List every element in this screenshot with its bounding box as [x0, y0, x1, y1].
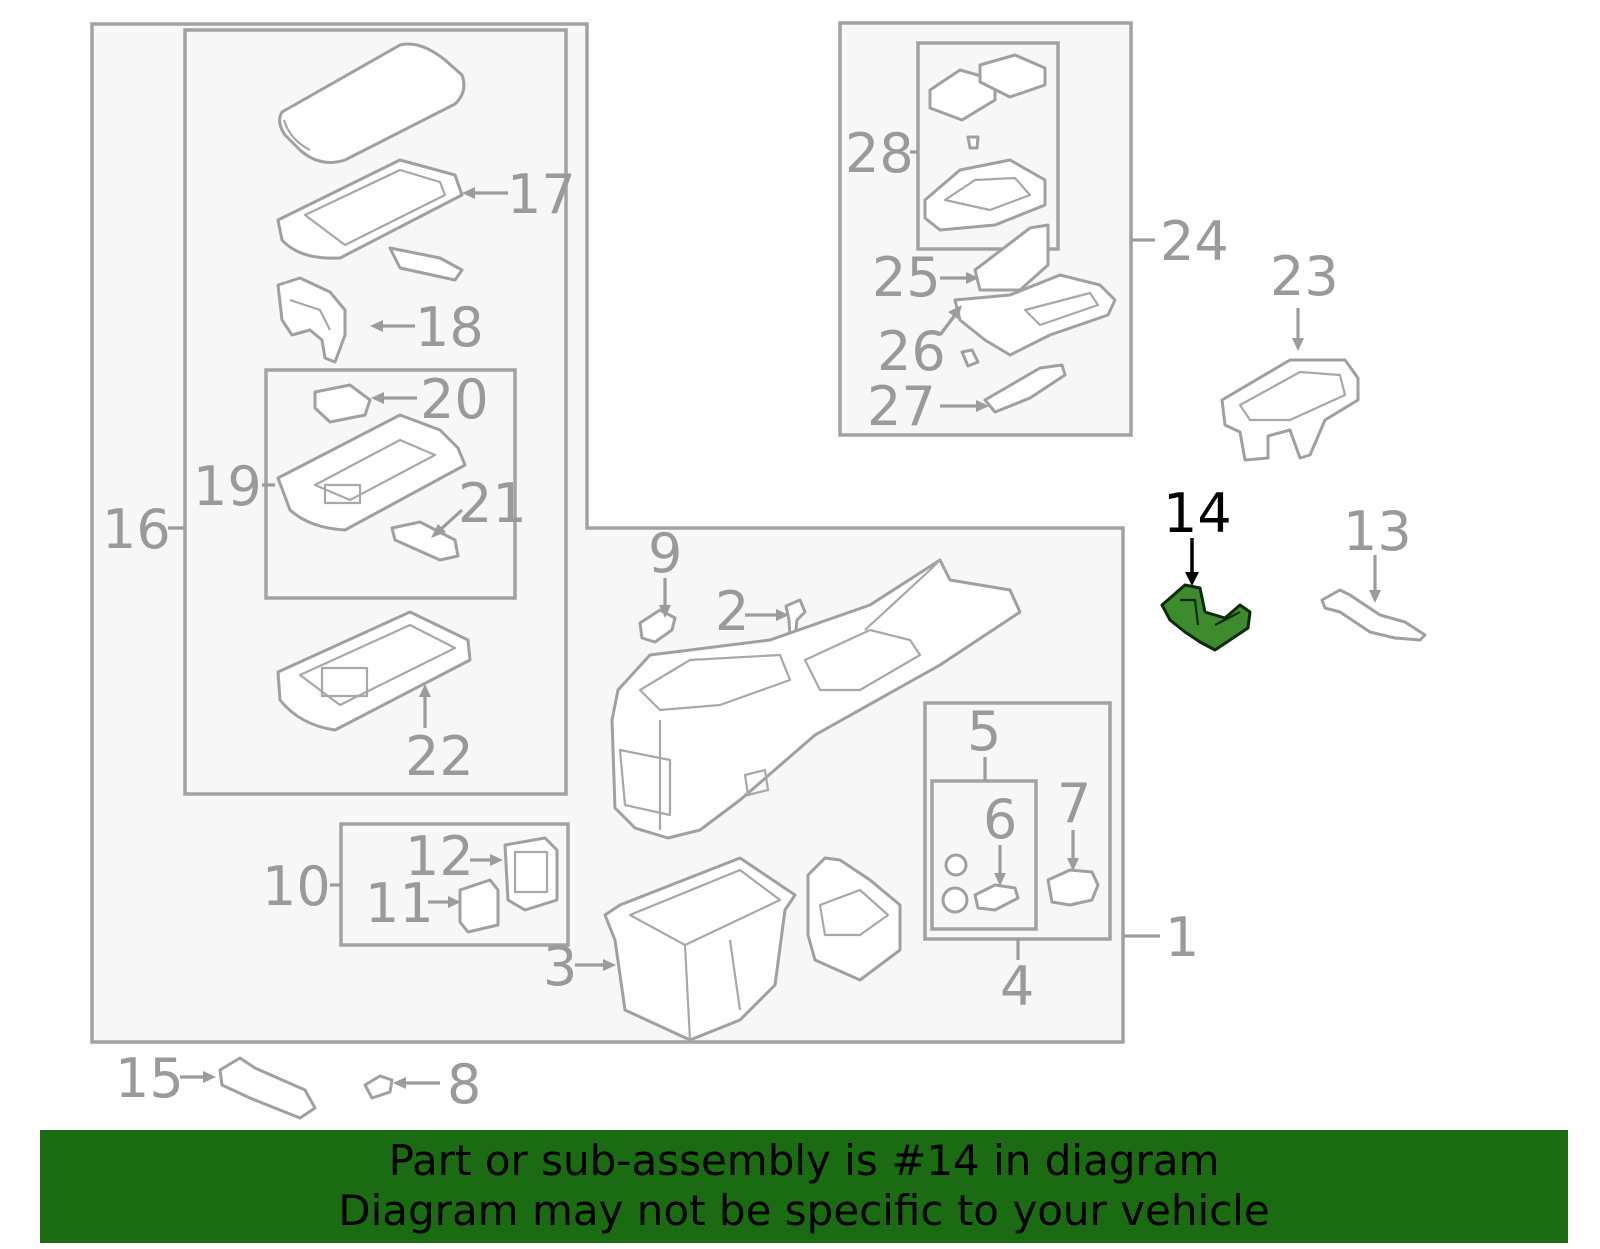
knob-part-25: [973, 223, 1050, 292]
callout-8: 8: [447, 1053, 481, 1116]
callout-26: 26: [877, 320, 946, 383]
tray-part-19: [276, 413, 467, 532]
callout-10: 10: [262, 855, 331, 918]
cap-part-9: [638, 608, 677, 644]
assembly-box-28: [916, 41, 1060, 251]
callout-18: 18: [415, 296, 484, 359]
tray-part-22: [276, 610, 472, 732]
callout-9: 9: [648, 522, 682, 585]
callout-24: 24: [1160, 210, 1229, 273]
clip-part-20: [313, 383, 372, 424]
callout-28: 28: [845, 122, 914, 185]
bracket-part-18: [276, 276, 347, 364]
callout-16: 16: [102, 498, 171, 561]
callout-23: 23: [1270, 245, 1339, 308]
callout-3: 3: [543, 935, 577, 998]
callout-2: 2: [715, 580, 749, 643]
callout-19: 19: [193, 455, 262, 518]
assembly-box-1: [90, 22, 1125, 1044]
info-line-disclaimer: Diagram may not be specific to your vehi…: [338, 1186, 1270, 1235]
clip-part-8: [363, 1074, 394, 1100]
callout-20: 20: [420, 368, 489, 431]
callout-27: 27: [867, 375, 936, 438]
callout-14: 14: [1163, 482, 1232, 545]
info-line-part: Part or sub-assembly is #14 in diagram: [388, 1136, 1220, 1185]
pocket-part: [806, 856, 902, 982]
callout-13: 13: [1343, 500, 1412, 563]
bracket-part-15: [218, 1056, 317, 1120]
callout-12: 12: [405, 825, 474, 888]
indicator-part-23: [1220, 358, 1360, 462]
cover-part-11: [458, 878, 500, 934]
callout-labels: 1 2 3 4 5 6 7 8 9 10 11 12 13 14 15 16 1…: [102, 122, 1412, 1116]
armrest-lid-part: [278, 42, 466, 164]
lighter-part-7: [1046, 868, 1100, 907]
callout-1: 1: [1165, 906, 1199, 969]
callout-25: 25: [872, 246, 941, 309]
screw-part-2: [784, 598, 807, 640]
clip-part-13: [1320, 588, 1427, 642]
leader-lines: [168, 150, 1381, 1089]
callout-4: 4: [1000, 955, 1034, 1018]
callout-15: 15: [115, 1047, 184, 1110]
callout-6: 6: [983, 788, 1017, 851]
cover-part-28: [923, 53, 1047, 232]
callout-22: 22: [405, 725, 474, 788]
console-body-part-1: [610, 558, 1022, 840]
callout-7: 7: [1057, 772, 1091, 835]
assembly-box-16: [183, 28, 568, 796]
trim-part-27: [983, 363, 1067, 414]
storage-bin-part-3: [603, 856, 797, 1042]
info-banner: Part or sub-assembly is #14 in diagram D…: [40, 1130, 1568, 1243]
callout-5: 5: [967, 700, 1001, 763]
armrest-base-part-17: [276, 158, 464, 282]
clip-part-21: [390, 520, 460, 562]
cover-part-12: [503, 836, 559, 912]
callout-21: 21: [458, 472, 527, 535]
socket-part-6: [941, 853, 1020, 914]
callout-17: 17: [507, 163, 576, 226]
callout-11: 11: [365, 872, 434, 935]
highlighted-part-14: [1160, 583, 1252, 652]
bezel-part-26: [953, 273, 1117, 368]
